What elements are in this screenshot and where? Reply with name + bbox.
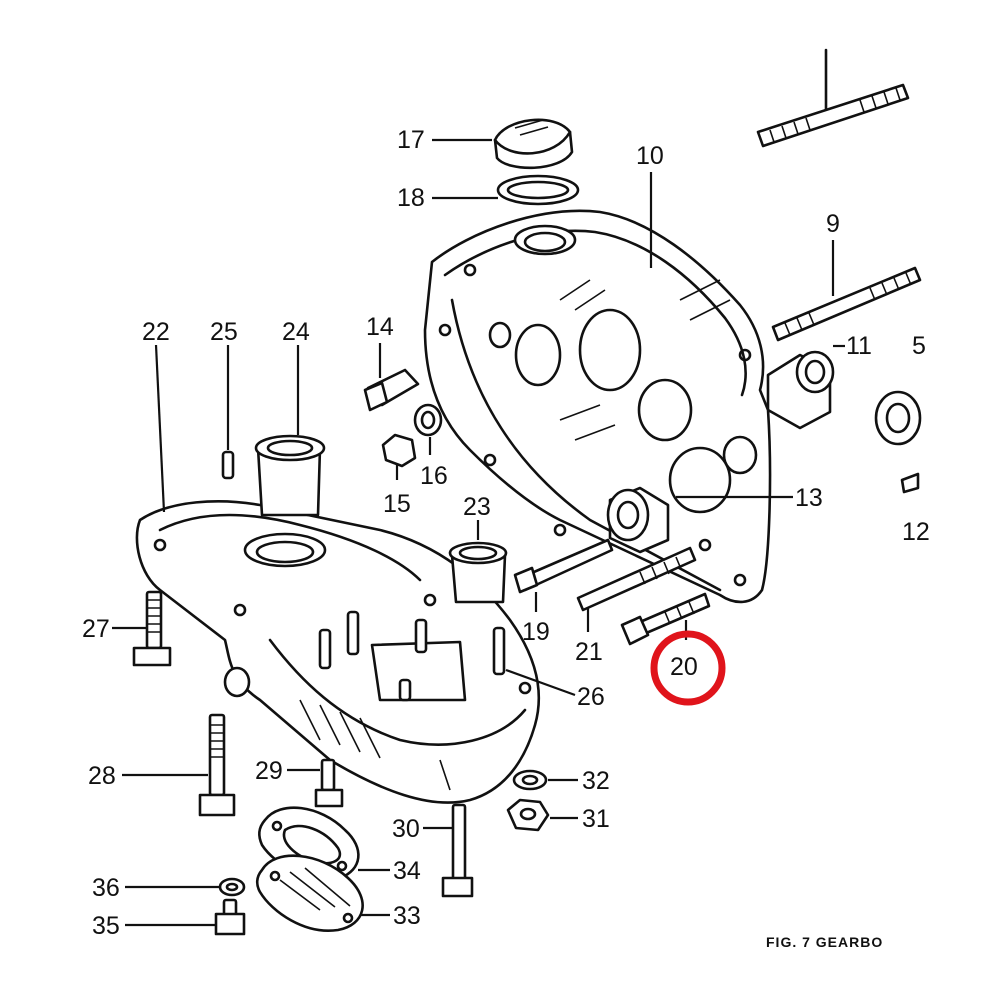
bush-11 [766, 344, 845, 430]
bolt-29 [314, 758, 344, 808]
bush-23 [448, 541, 508, 604]
label-21: 21 [575, 638, 603, 666]
label-17: 17 [397, 126, 425, 154]
label-27: 27 [82, 615, 110, 643]
nut-15 [381, 433, 417, 468]
label-24: 24 [282, 318, 310, 346]
washer-32 [512, 769, 548, 791]
label-23: 23 [463, 493, 491, 521]
label-29: 29 [255, 757, 283, 785]
label-36: 36 [92, 874, 120, 902]
label-31: 31 [582, 805, 610, 833]
bolt-28 [198, 713, 236, 817]
label-edge-5: 5 [912, 332, 926, 360]
cover-plate-33 [255, 854, 364, 932]
label-26: 26 [577, 683, 605, 711]
label-18: 18 [397, 184, 425, 212]
pin-25 [221, 450, 235, 480]
bolt-14 [363, 368, 420, 412]
screw-35 [214, 898, 246, 936]
bolt-21 [576, 546, 697, 612]
bush-24 [254, 434, 326, 517]
label-14: 14 [366, 313, 394, 341]
label-16: 16 [420, 462, 448, 490]
label-11: 11 [846, 332, 872, 360]
stud-9 [771, 240, 922, 342]
bolt-19 [513, 538, 614, 594]
label-20: 20 [670, 653, 698, 681]
label-34: 34 [393, 857, 421, 885]
label-33: 33 [393, 902, 421, 930]
bolt-27 [132, 590, 172, 667]
label-28: 28 [88, 762, 116, 790]
highlight-ring-part-20 [650, 630, 726, 706]
cover-studs-26 [318, 610, 506, 702]
washer-18 [496, 174, 580, 206]
label-35: 35 [92, 912, 120, 940]
washer-16 [413, 403, 443, 437]
edge-parts [874, 390, 922, 494]
figure-caption: FIG. 7 GEARBO [766, 934, 883, 950]
bolt-30 [441, 803, 474, 898]
label-15: 15 [383, 490, 411, 518]
filler-plug-17 [493, 118, 574, 170]
label-10: 10 [636, 142, 664, 170]
top-stud [756, 48, 910, 148]
label-22: 22 [142, 318, 170, 346]
label-25: 25 [210, 318, 238, 346]
washer-36 [218, 877, 246, 897]
inner-cover-22 [135, 500, 541, 804]
bolt-20 [620, 592, 711, 646]
bush-13 [606, 486, 670, 554]
nut-31 [506, 798, 550, 832]
label-12: 12 [902, 518, 930, 546]
part-labels: 17 18 10 9 11 5 12 13 14 15 16 19 21 20 … [82, 126, 930, 940]
label-13: 13 [795, 484, 823, 512]
label-30: 30 [392, 815, 420, 843]
label-32: 32 [582, 767, 610, 795]
label-9: 9 [826, 210, 840, 238]
label-19: 19 [522, 618, 550, 646]
